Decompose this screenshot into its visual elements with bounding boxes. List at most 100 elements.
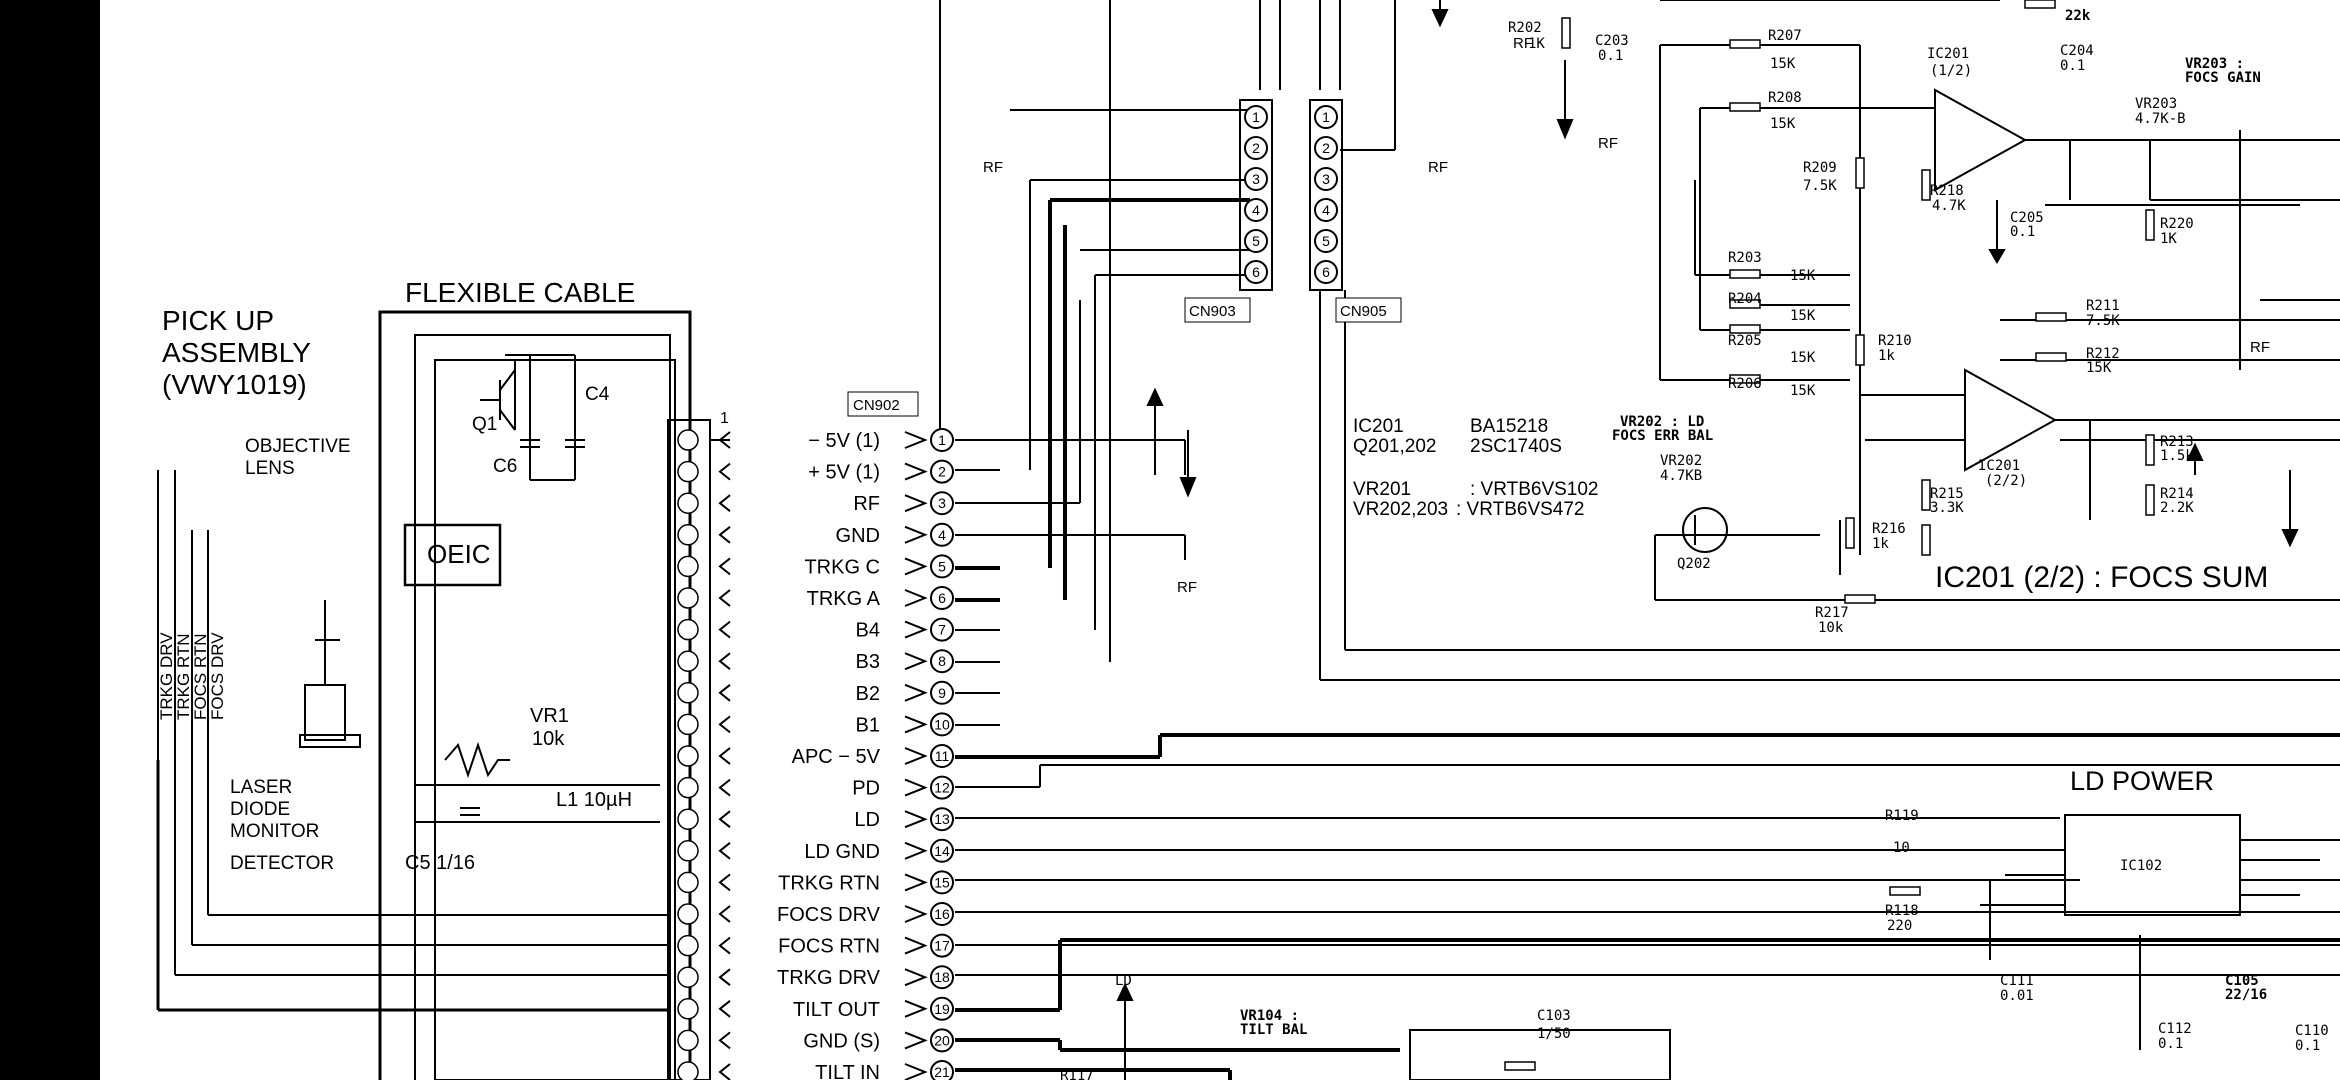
flex-pin-16 [677,903,699,925]
cn903-pins-circle [1244,105,1268,129]
cn902-pin-name: LD [854,809,880,831]
cn902-pin-name: TILT IN [815,1062,880,1080]
cn902-chevron [904,747,928,765]
svg-text:R212: R212 [2086,346,2120,362]
cn902-pin-name: B1 [856,714,880,736]
laser-label-3: MONITOR [230,821,319,842]
cn902-chevron [904,841,928,860]
flex-pin-17 [677,934,699,957]
cn902-pin-number: 4 [938,527,946,543]
flex-chevron [718,620,731,639]
cn902-chevron [904,1031,928,1050]
flex-chevron [718,842,731,860]
flex-chevron [718,778,731,797]
pickup-title-2: ASSEMBLY [162,337,311,368]
cn902-pin-number: 10 [934,716,950,732]
svg-text:R119: R119 [1885,808,1919,824]
lens-label: LENS [245,458,295,479]
cn902-pin-name: B4 [856,620,880,642]
connector-body [667,419,711,1080]
arrows [1116,0,2299,1080]
flex-chevron [718,431,731,449]
cn905-pins-number: 1 [1322,109,1330,125]
labels: PICK UP ASSEMBLY (VWY1019) FLEXIBLE CABL… [157,277,729,874]
svg-text:R118: R118 [1885,903,1919,919]
pickup-title-3: (VWY1019) [162,369,307,400]
svg-text:R217: R217 [1815,605,1849,621]
flexible-cable-title: FLEXIBLE CABLE [405,277,635,308]
svg-text:C204: C204 [2060,43,2094,59]
laser-label-4: DETECTOR [230,853,334,874]
ic102-box [2064,814,2241,916]
svg-text:15K: 15K [1790,383,1816,399]
cn902-chevron [904,589,928,607]
cn902-pin-circle [930,1060,954,1080]
cn902-pin-circle [930,902,954,926]
svg-text:R211: R211 [2086,298,2120,314]
cn902-pin-circle [930,996,954,1021]
cn902-pin-number: 17 [934,938,950,954]
cn902-pin-number: 13 [934,811,950,827]
svg-text:R210: R210 [1878,333,1912,349]
svg-text:15K: 15K [2086,360,2112,376]
cn902-pin-number: 3 [938,495,946,511]
svg-text:1/50: 1/50 [1537,1026,1571,1042]
connector-labels: CN902 CN903 CN905 RF RF RF RF RF RF [847,35,2270,596]
flex-chevron [718,589,731,607]
svg-text:7.5K: 7.5K [2086,313,2120,329]
svg-text:15K: 15K [1790,308,1816,324]
oeic-box [403,523,502,587]
svg-text:VR203 :: VR203 : [2185,56,2244,72]
cn902-chevron [904,873,928,892]
svg-text:FOCS GAIN: FOCS GAIN [2185,70,2261,86]
cn903-pins-circle [1244,136,1268,160]
cn902-chevron [904,715,928,734]
cn902-chevron [904,999,928,1018]
svg-text:Q202: Q202 [1677,556,1711,572]
svg-text:FOCS ERR BAL: FOCS ERR BAL [1612,428,1713,444]
flex-chevron [718,1063,731,1080]
svg-text:IC201: IC201 [1978,458,2020,474]
svg-text:15K: 15K [1770,116,1796,132]
cn902-pin-name: B3 [856,651,880,673]
svg-text:3.3K: 3.3K [1930,500,1964,516]
cn902-pin-number: 15 [934,874,950,890]
cn902-chevron [904,431,928,449]
cn902-chevron [904,652,928,671]
flex-pin-7 [677,618,699,641]
parts-list: IC201 BA15218 Q201,202 2SC1740S VR201 : … [1353,416,1599,520]
cn902-pin-circle [930,712,954,737]
l1-label: L1 10µH [556,789,632,811]
pin1-marker: 1 [720,410,729,427]
svg-text:C112: C112 [2158,1021,2192,1037]
ic201-ref: IC201 [1353,416,1404,437]
svg-text:0.1: 0.1 [2158,1036,2183,1052]
q1-label: Q1 [472,414,497,435]
focs-rtn-side: FOCS RTN [191,633,210,720]
svg-text:1k: 1k [1878,348,1895,364]
cn902-chevron [904,494,928,513]
svg-text:15K: 15K [1790,350,1816,366]
svg-text:IC102: IC102 [2120,858,2162,874]
trkg-rtn-side: TRKG RTN [174,633,193,720]
cn902-chevron [904,683,928,702]
cn903-pins-number: 1 [1252,109,1260,125]
svg-text:R215: R215 [1930,486,1964,502]
flex-chevron [718,747,731,765]
cn903-label: CN903 [1189,303,1236,320]
flex-chevron [718,873,731,892]
svg-text:10: 10 [1893,840,1910,856]
cn905-pins-circle [1314,229,1338,253]
cn902-pin-name: + 5V (1) [808,462,880,484]
svg-text:VR203: VR203 [2135,96,2177,112]
cn905-pins-number: 3 [1322,171,1330,187]
cn902-chevron [904,525,928,544]
svg-text:(1/2): (1/2) [1930,63,1972,79]
cn902-pin-circle [930,807,954,832]
svg-text:4.7KB: 4.7KB [1660,468,1702,484]
wiring [156,0,2340,1080]
cn902-pin-name: TRKG A [807,588,881,610]
